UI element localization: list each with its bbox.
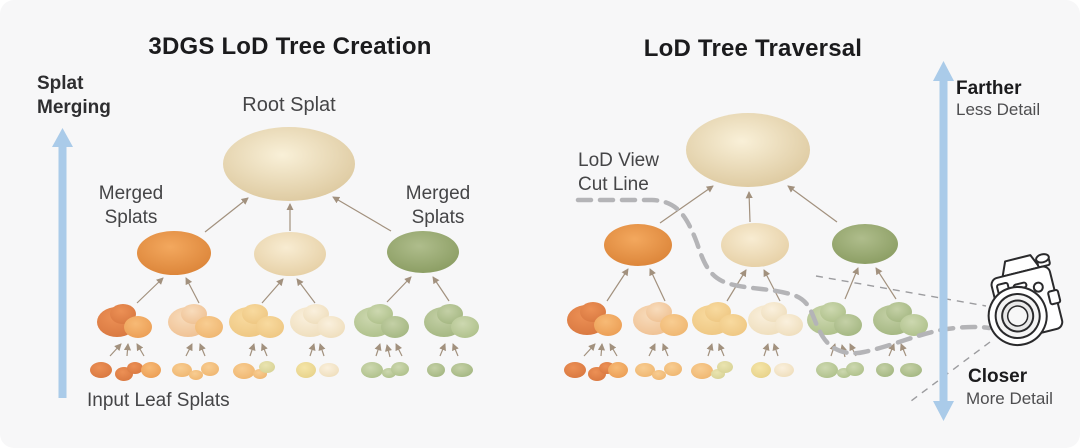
left-tree-arrows bbox=[109, 196, 459, 358]
merged-splat-beige bbox=[721, 223, 789, 267]
splat-cloud bbox=[97, 304, 152, 338]
leaf-splat-cluster bbox=[90, 362, 161, 381]
root-splat bbox=[223, 127, 355, 201]
leaf-splat-cluster bbox=[816, 362, 864, 378]
merged-splat-green bbox=[832, 224, 898, 264]
arrow-vertical-double-icon bbox=[933, 61, 954, 421]
leaf-splat-cluster bbox=[751, 362, 794, 378]
farther-label: Farther bbox=[956, 78, 1022, 99]
merged-splat-green bbox=[387, 231, 459, 273]
splat-cloud bbox=[748, 302, 803, 336]
splat-cloud bbox=[807, 302, 862, 336]
right-tree bbox=[564, 113, 928, 381]
merged-splat-orange bbox=[604, 224, 672, 266]
more-detail-label: More Detail bbox=[966, 389, 1053, 408]
leaf-splat-cluster bbox=[233, 361, 275, 379]
leaf-splat-cluster bbox=[427, 363, 473, 377]
root-splat bbox=[686, 113, 810, 187]
camera-icon bbox=[987, 253, 1064, 347]
splat-cloud bbox=[229, 304, 284, 338]
merged-splat-beige bbox=[254, 232, 326, 276]
left-tree bbox=[90, 127, 479, 381]
splat-cloud bbox=[692, 302, 747, 336]
splat-cloud bbox=[290, 304, 345, 338]
left-panel-title: 3DGS LoD Tree Creation bbox=[148, 33, 432, 60]
splat-cloud bbox=[168, 304, 223, 338]
leaf-splat-cluster bbox=[296, 362, 339, 378]
right-panel-title: LoD Tree Traversal bbox=[643, 35, 863, 62]
splat-cloud bbox=[633, 302, 688, 336]
leaf-splat-cluster bbox=[691, 361, 733, 379]
leaf-splat-cluster bbox=[635, 362, 682, 380]
root-splat-label: Root Splat bbox=[242, 94, 336, 116]
merged-splat-orange bbox=[137, 231, 211, 275]
less-detail-label: Less Detail bbox=[956, 100, 1041, 119]
right-tree-arrows bbox=[583, 185, 907, 358]
camera-view-lines bbox=[815, 275, 991, 402]
splat-cloud bbox=[567, 302, 622, 336]
splat-cloud bbox=[424, 304, 479, 338]
merged-splats-label-left: Merged Splats bbox=[98, 183, 164, 228]
lod-view-cut-line bbox=[575, 197, 992, 356]
closer-label: Closer bbox=[968, 366, 1028, 387]
splat-cloud bbox=[354, 304, 409, 338]
input-leaf-splats-label: Input Leaf Splats bbox=[87, 390, 230, 411]
arrow-up-icon bbox=[52, 128, 73, 398]
splat-merging-label: Splat Merging bbox=[37, 73, 111, 118]
leaf-splat-cluster bbox=[876, 363, 922, 377]
leaf-splat-cluster bbox=[361, 362, 409, 378]
leaf-splat-cluster bbox=[564, 362, 628, 381]
lod-view-cut-line-label: LoD View Cut Line bbox=[578, 150, 659, 195]
splat-cloud bbox=[873, 302, 928, 336]
leaf-splat-cluster bbox=[172, 362, 219, 380]
merged-splats-label-right: Merged Splats bbox=[405, 183, 471, 228]
